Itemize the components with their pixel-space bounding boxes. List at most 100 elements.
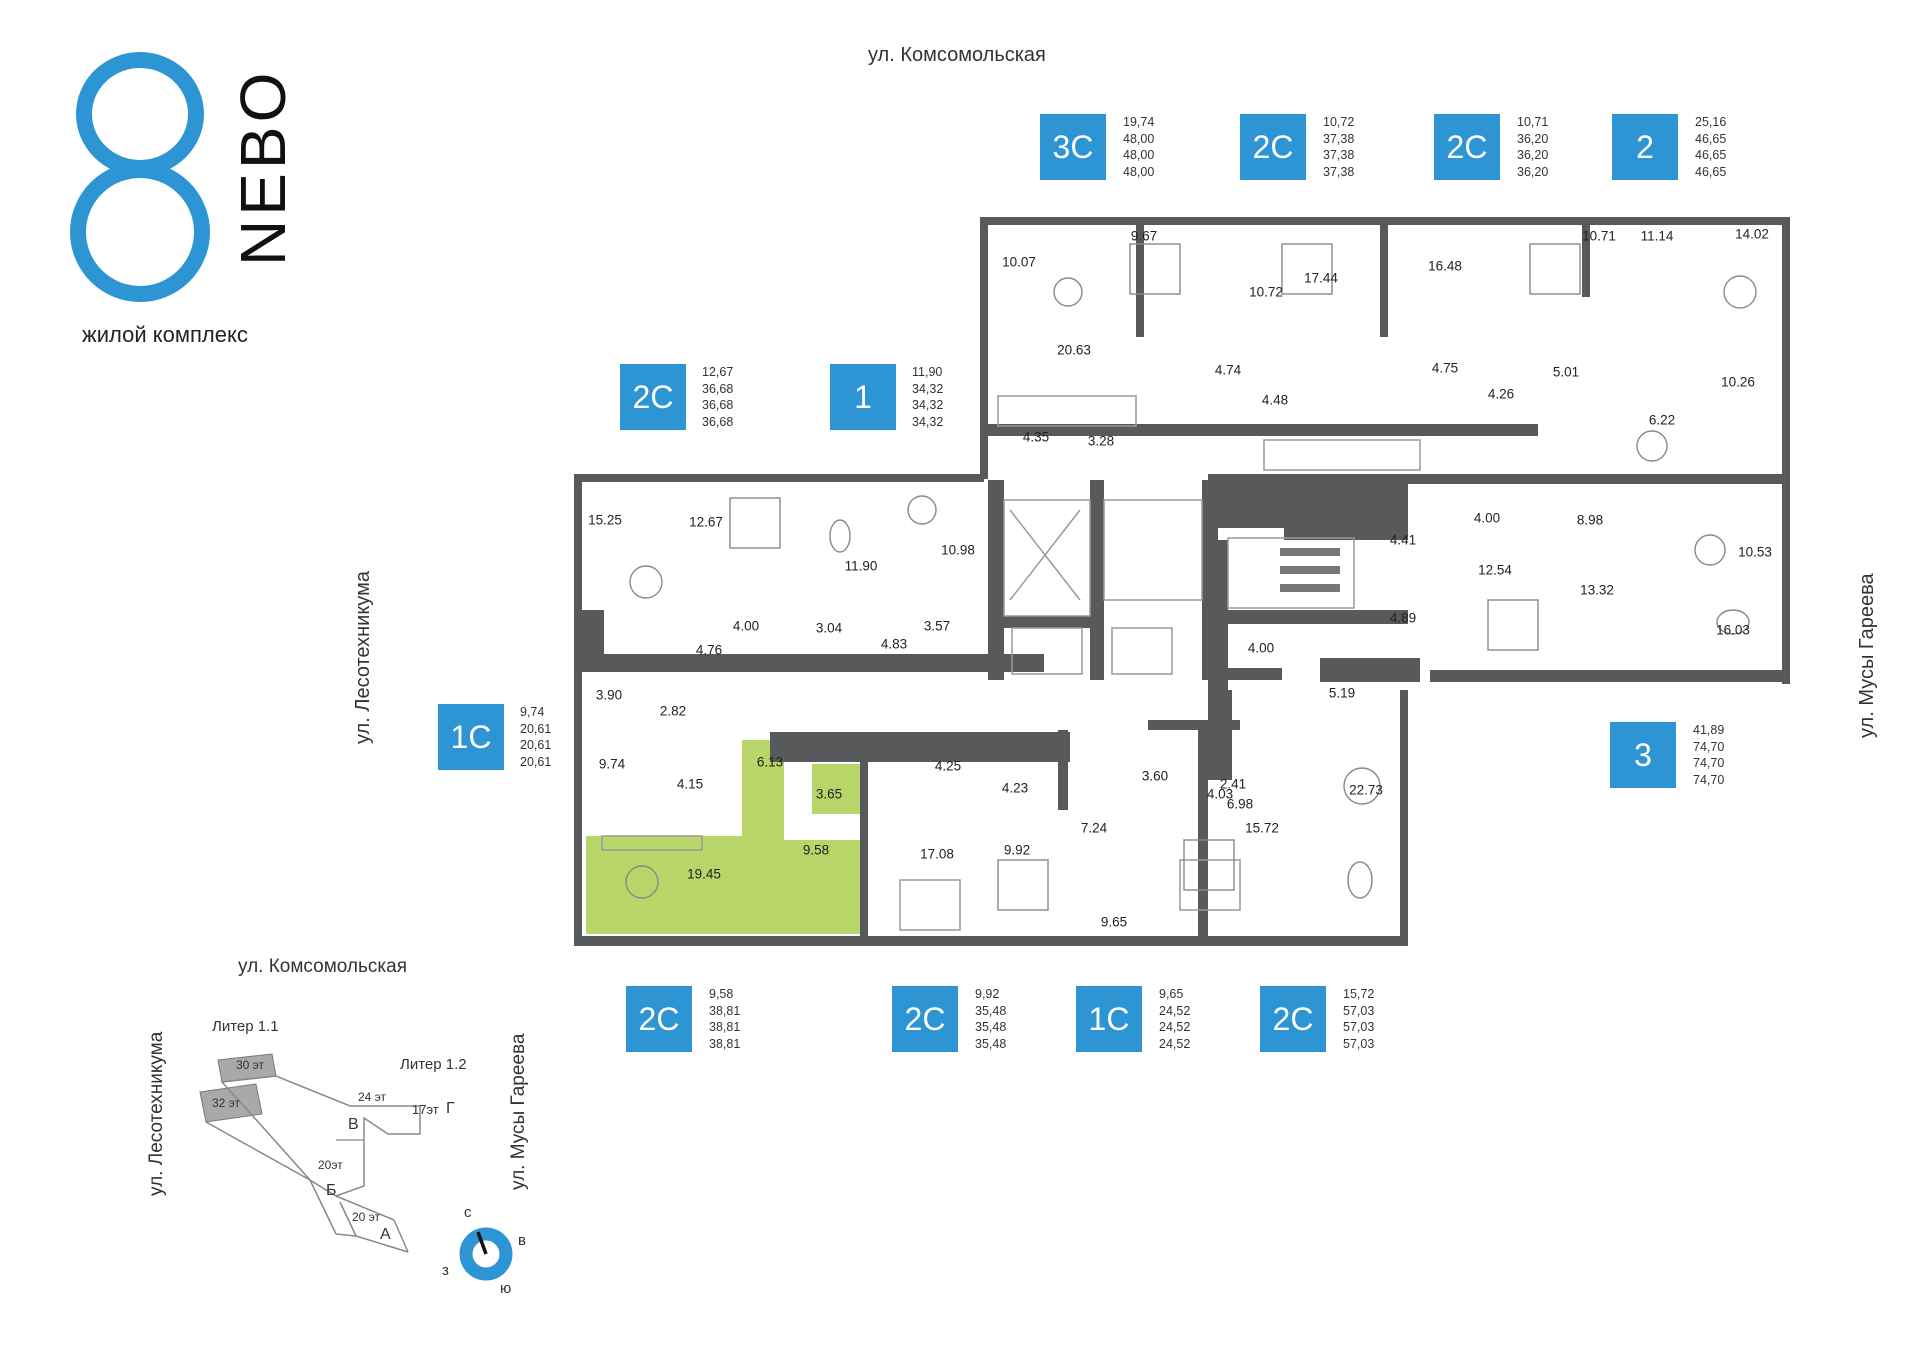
room-area: 9.74	[598, 756, 626, 772]
logo-brand: NEBO	[227, 68, 299, 266]
room-area: 10.98	[941, 542, 975, 558]
room-area: 4.26	[1487, 386, 1515, 402]
room-area: 12.67	[689, 514, 723, 530]
room-area: 8.98	[1576, 512, 1604, 528]
room-area: 4.25	[934, 758, 962, 774]
room-area: 4.89	[1389, 610, 1417, 626]
room-area: 10.71	[1582, 228, 1616, 244]
keyplan-section-b: Б	[326, 1182, 337, 1199]
keyplan-section-a: А	[380, 1226, 391, 1243]
room-area: 15.72	[1245, 820, 1279, 836]
keyplan-floor-1: 32 эт	[212, 1096, 241, 1110]
room-area: 2.82	[659, 703, 687, 719]
keyplan-floor-2: 24 эт	[358, 1090, 387, 1104]
keyplan-liter-2: Литер 1.2	[400, 1056, 467, 1073]
apt-badge-top-2c-b[interactable]: 2С	[1434, 114, 1500, 180]
keyplan-floor-5: 20 эт	[352, 1210, 381, 1224]
room-area: 7.24	[1080, 820, 1108, 836]
room-area: 15.25	[588, 512, 622, 528]
room-area: 3.57	[923, 618, 951, 634]
highlighted-apartment-bath[interactable]	[812, 764, 860, 814]
apt-badge-bot-1c[interactable]: 1С	[1076, 986, 1142, 1052]
room-area: 17.44	[1304, 270, 1338, 286]
room-area: 4.35	[1022, 429, 1050, 445]
apt-badge-bot-2c-b[interactable]: 2С	[892, 986, 958, 1052]
room-area: 6.13	[756, 754, 784, 770]
keyplan-floor-0: 30 эт	[236, 1058, 265, 1072]
apt-badge-bot-2c-a[interactable]: 2С	[626, 986, 692, 1052]
room-area: 3.90	[595, 687, 623, 703]
highlighted-apartment-bedroom[interactable]	[774, 840, 860, 934]
keyplan-floor-4: 20эт	[318, 1158, 343, 1172]
room-area: 6.98	[1226, 796, 1254, 812]
room-area: 19.45	[687, 866, 721, 882]
keyplan-floor-3: 17эт	[412, 1102, 439, 1117]
room-area: 16.03	[1716, 622, 1750, 638]
room-area: 4.74	[1214, 362, 1242, 378]
room-area: 5.01	[1552, 364, 1580, 380]
compass-east: в	[518, 1232, 526, 1249]
room-area: 3.04	[815, 620, 843, 636]
room-area: 4.75	[1431, 360, 1459, 376]
keyplan-section-g: Г	[446, 1100, 455, 1117]
apt-badge-top-2[interactable]: 2	[1612, 114, 1678, 180]
room-area: 16.48	[1428, 258, 1462, 274]
keyplan-street-right: ул. Мусы Гареева	[508, 1033, 529, 1190]
room-area: 4.15	[676, 776, 704, 792]
room-area: 13.32	[1580, 582, 1614, 598]
keyplan-liter-1: Литер 1.1	[212, 1018, 279, 1035]
room-area: 4.00	[732, 618, 760, 634]
room-area: 4.00	[1473, 510, 1501, 526]
street-top: ул. Комсомольская	[868, 44, 1046, 66]
room-area: 10.72	[1249, 284, 1283, 300]
room-area: 12.54	[1478, 562, 1512, 578]
keyplan-street-top: ул. Комсомольская	[238, 956, 407, 977]
room-area: 20.63	[1057, 342, 1091, 358]
room-area: 3.65	[815, 786, 843, 802]
room-area: 10.53	[1738, 544, 1772, 560]
room-area: 22.73	[1349, 782, 1383, 798]
room-area: 4.00	[1247, 640, 1275, 656]
room-area: 9.67	[1130, 228, 1158, 244]
room-area: 4.83	[880, 636, 908, 652]
room-area: 14.02	[1735, 226, 1769, 242]
street-left: ул. Лесотехникума	[352, 571, 374, 744]
keyplan-section-v: В	[348, 1116, 359, 1133]
room-area: 11.90	[844, 558, 878, 574]
highlighted-apartment[interactable]	[586, 836, 774, 934]
apt-badge-mid-1[interactable]: 1	[830, 364, 896, 430]
room-area: 11.14	[1640, 228, 1674, 244]
room-area: 4.23	[1001, 780, 1029, 796]
room-area: 2.41	[1219, 776, 1247, 792]
room-area: 10.26	[1721, 374, 1755, 390]
room-area: 9.92	[1003, 842, 1031, 858]
apt-badge-left-1c[interactable]: 1С	[438, 704, 504, 770]
apt-badge-right-3[interactable]: 3	[1610, 722, 1676, 788]
street-right: ул. Мусы Гареева	[1856, 573, 1878, 738]
logo-eight-icon	[70, 52, 210, 302]
room-area: 4.41	[1389, 532, 1417, 548]
room-area: 9.65	[1100, 914, 1128, 930]
floor-plan	[574, 217, 1790, 946]
compass-south: ю	[500, 1280, 512, 1297]
room-area: 4.48	[1261, 392, 1289, 408]
apt-badge-bot-2c-c[interactable]: 2С	[1260, 986, 1326, 1052]
apt-badge-top-3c[interactable]: 3С	[1040, 114, 1106, 180]
apt-badge-mid-2c[interactable]: 2С	[620, 364, 686, 430]
room-area: 9.58	[802, 842, 830, 858]
apt-badge-top-2c-a[interactable]: 2С	[1240, 114, 1306, 180]
room-area: 4.76	[695, 642, 723, 658]
keyplan-street-left: ул. Лесотехникума	[146, 1031, 167, 1196]
keyplan-map	[199, 1053, 421, 1253]
